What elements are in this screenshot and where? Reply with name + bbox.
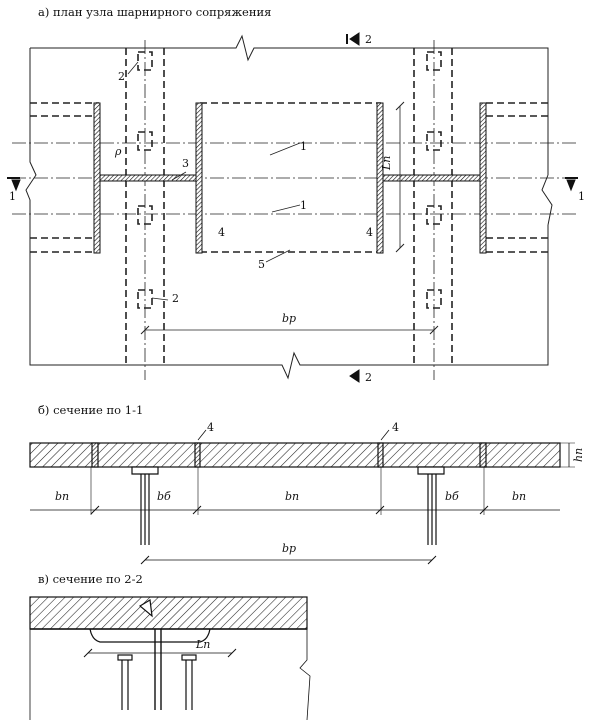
section-2-top-label: 2 xyxy=(365,33,372,46)
dim-h-label: hп xyxy=(572,448,585,462)
caption-section-1: б) сечение по 1-1 xyxy=(38,403,143,417)
dim-bp-plan-label: bр xyxy=(282,312,296,325)
callout-2-top: 2 xyxy=(118,70,125,83)
dim-bn-1: bп xyxy=(55,490,69,503)
callout-1-bottom: 1 xyxy=(300,199,307,212)
callout-1-top: 1 xyxy=(300,140,307,153)
callout-4-section-left: 4 xyxy=(207,421,214,434)
section-1-left-label: 1 xyxy=(9,190,16,203)
callout-4-right: 4 xyxy=(366,226,373,239)
callout-2-bottom: 2 xyxy=(172,292,179,305)
dim-bb-2: bб xyxy=(445,490,459,503)
plan-view xyxy=(12,34,578,380)
callout-3: 3 xyxy=(182,157,189,170)
caption-plan: а) план узла шарнирного сопряжения xyxy=(38,5,271,19)
section-2-bottom-label: 2 xyxy=(365,371,372,384)
section-marks-plan xyxy=(7,32,578,383)
dim-bn-2: bп xyxy=(285,490,299,503)
dim-lp-section-label: Lп xyxy=(195,638,210,651)
callout-4-left: 4 xyxy=(218,226,225,239)
caption-section-2: в) сечение по 2-2 xyxy=(38,572,143,586)
dim-lp-plan-label: Lп xyxy=(380,156,393,171)
dim-bn-3: bп xyxy=(512,490,526,503)
section-1-view xyxy=(29,429,575,565)
callout-5: 5 xyxy=(258,258,265,271)
dim-rho-label: ρ xyxy=(114,145,122,158)
dim-bp-section-label: bр xyxy=(282,542,296,555)
dim-bb-1: bб xyxy=(157,490,171,503)
callout-4-section-right: 4 xyxy=(392,421,399,434)
section-2-view xyxy=(29,596,311,721)
section-1-right-label: 1 xyxy=(578,190,585,203)
